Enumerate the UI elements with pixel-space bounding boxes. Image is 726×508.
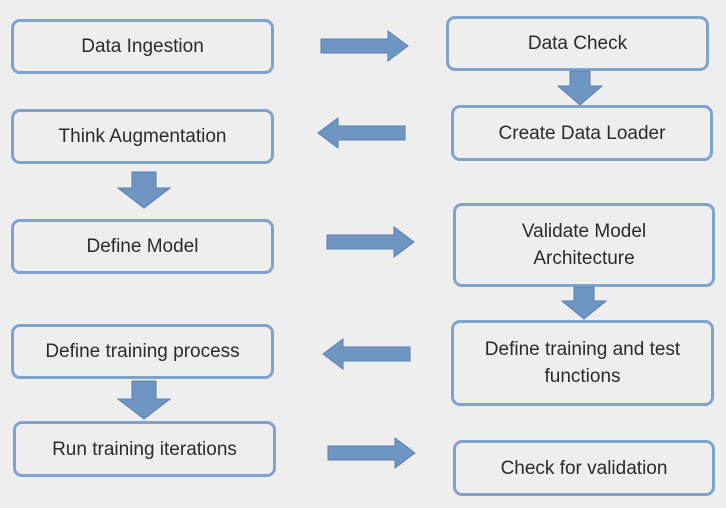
step-data-check: Data Check [446,16,709,71]
arrow-left-icon [317,117,406,149]
step-check-for-validation: Check for validation [453,440,715,496]
arrow-right-icon [327,437,416,469]
step-validate-model-architecture: Validate Model Architecture [453,203,715,287]
arrow-down-icon [116,171,172,209]
step-define-training-test-functions: Define training and test functions [451,320,714,406]
arrow-down-icon [560,286,608,320]
step-run-training-iterations: Run training iterations [13,421,276,477]
step-think-augmentation: Think Augmentation [11,109,274,164]
arrow-down-icon [116,380,172,420]
arrow-left-icon [322,338,411,370]
arrow-right-icon [320,30,409,62]
step-define-training-process: Define training process [11,324,274,379]
arrow-down-icon [556,70,604,106]
step-define-model: Define Model [11,219,274,274]
arrow-right-icon [326,226,415,258]
step-data-ingestion: Data Ingestion [11,19,274,74]
step-create-data-loader: Create Data Loader [451,105,713,161]
